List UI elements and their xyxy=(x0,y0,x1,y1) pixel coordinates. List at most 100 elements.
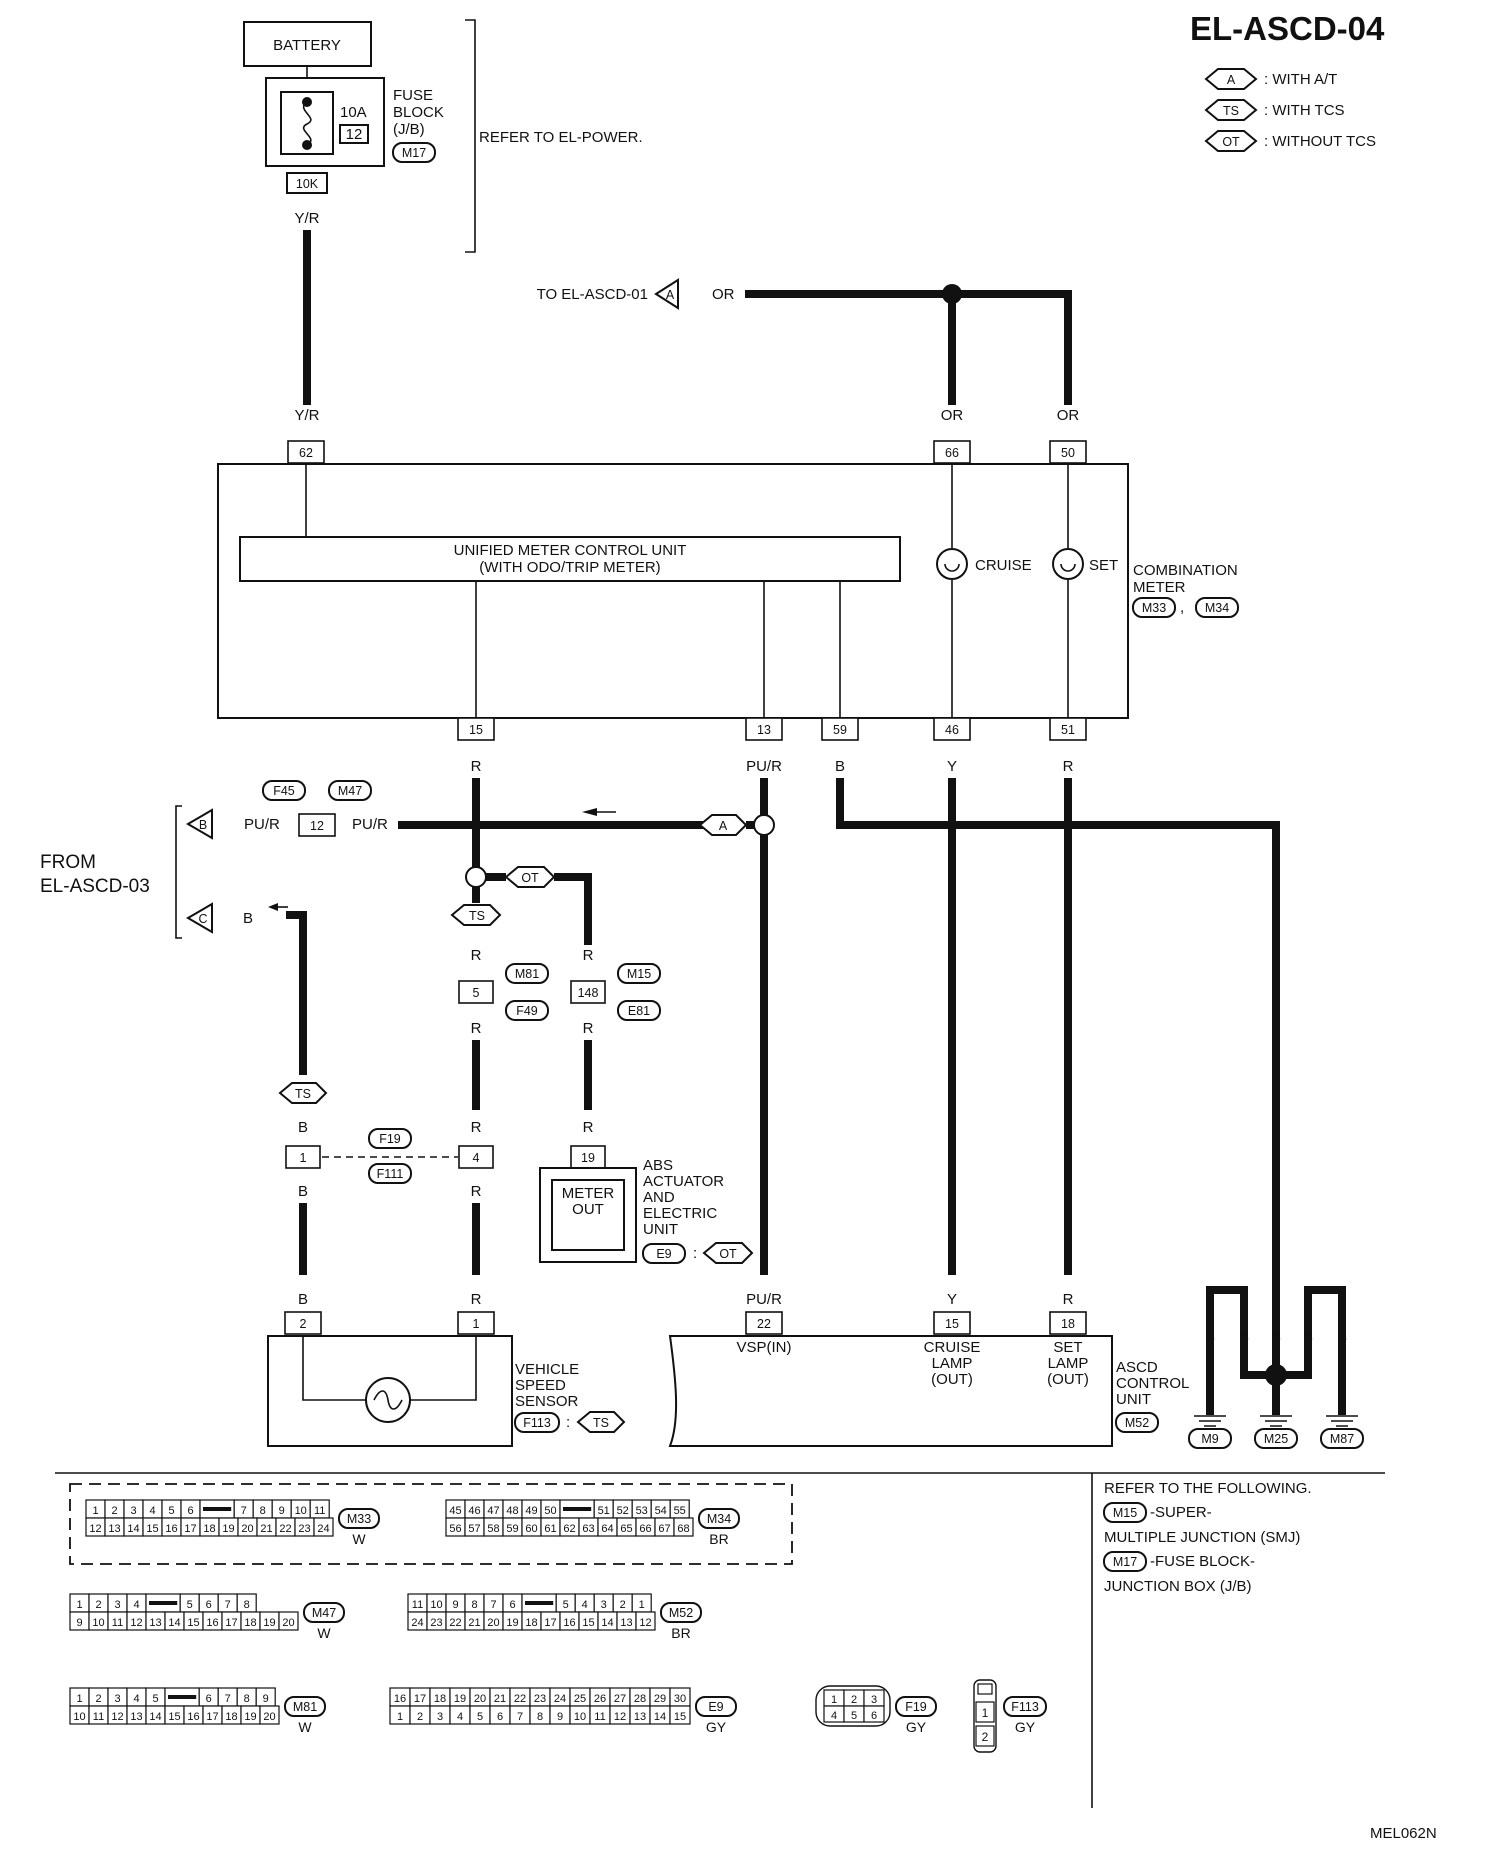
from-label-1: FROM xyxy=(40,852,96,873)
svg-text:(OUT): (OUT) xyxy=(1047,1371,1089,1388)
connector-id-bubble xyxy=(338,1508,380,1529)
svg-text:TS: TS xyxy=(593,1416,609,1430)
diagram-title: EL-ASCD-04 xyxy=(1190,10,1385,47)
connector-cell-number: 12 xyxy=(89,1523,101,1535)
svg-text:PU/R: PU/R xyxy=(746,1291,782,1308)
svg-text:CONTROL: CONTROL xyxy=(1116,1375,1189,1392)
connector-cell-number: 2 xyxy=(417,1711,423,1723)
battery-label: BATTERY xyxy=(273,37,341,54)
connector-cell-number: 3 xyxy=(601,1599,607,1611)
connector-cell-number: 6 xyxy=(871,1710,877,1722)
legend-text: : WITHOUT TCS xyxy=(1264,133,1376,150)
connector-id-bubble xyxy=(695,1696,737,1717)
wire-color-or-feed: OR xyxy=(712,286,735,303)
connector-cell-number: 2 xyxy=(982,1730,989,1744)
connector-color: W xyxy=(352,1531,366,1547)
svg-text:15: 15 xyxy=(945,1317,959,1331)
meter-out-box xyxy=(551,1179,625,1251)
ground-m9 xyxy=(1188,1428,1232,1449)
connector-cell-number: 14 xyxy=(168,1617,180,1629)
connector-cell-number: 11 xyxy=(594,1711,605,1723)
wire-color-or-50: OR xyxy=(1057,407,1080,424)
connector-cell-number: 6 xyxy=(206,1599,212,1611)
connector-cell-number: 49 xyxy=(525,1505,537,1517)
svg-text:M52: M52 xyxy=(1125,1416,1149,1430)
connector-cell-number: 5 xyxy=(152,1693,158,1705)
svg-text:12: 12 xyxy=(310,819,324,833)
to-ascd01-label: TO EL-ASCD-01 xyxy=(537,286,648,303)
connector-cell-number: 4 xyxy=(133,1693,139,1705)
refer-m15 xyxy=(1103,1502,1147,1523)
connector-cell-number: 53 xyxy=(636,1505,648,1517)
svg-text:A: A xyxy=(719,819,728,833)
connector-cell-number: 57 xyxy=(468,1523,480,1535)
connector-color: GY xyxy=(906,1719,927,1735)
connector-cell-number: 46 xyxy=(468,1505,480,1517)
connector-id: M47 xyxy=(312,1606,336,1620)
svg-text:M47: M47 xyxy=(338,784,362,798)
svg-text:TS: TS xyxy=(295,1087,311,1101)
svg-text:R: R xyxy=(471,1119,482,1136)
svg-text:B: B xyxy=(1239,1329,1249,1346)
marker-ts-mid xyxy=(450,904,502,926)
connector-cell xyxy=(313,1517,334,1537)
connector-cell-number: 15 xyxy=(168,1711,180,1723)
refer-bracket xyxy=(465,19,476,253)
connector-id: M81 xyxy=(293,1700,317,1714)
conn-f113 xyxy=(514,1412,560,1433)
svg-text:AND: AND xyxy=(643,1189,675,1206)
set-lamp-icon xyxy=(1052,548,1084,580)
svg-text:50: 50 xyxy=(1061,446,1075,460)
connector-cell-number: 15 xyxy=(146,1523,158,1535)
connector-cell-number: 14 xyxy=(601,1617,613,1629)
svg-text:ELECTRIC: ELECTRIC xyxy=(643,1205,717,1222)
battery-box xyxy=(243,21,372,67)
svg-text:R: R xyxy=(1063,758,1074,775)
connector-cell-number: 12 xyxy=(614,1711,626,1723)
svg-text:-FUSE BLOCK-: -FUSE BLOCK- xyxy=(1150,1553,1255,1570)
marker-c xyxy=(186,902,213,934)
svg-text:SET: SET xyxy=(1053,1339,1082,1356)
connector-id-bubble xyxy=(698,1508,740,1529)
connector-cell-number: 6 xyxy=(187,1505,193,1517)
svg-text:B: B xyxy=(1303,1329,1313,1346)
connector-cell-number: 14 xyxy=(127,1523,139,1535)
connector-cell-number: 21 xyxy=(468,1617,480,1629)
connector-id: M52 xyxy=(669,1606,693,1620)
connector-cell-number: 2 xyxy=(95,1693,101,1705)
legend-text: : WITH A/T xyxy=(1264,71,1337,88)
connector-cell-number: 55 xyxy=(674,1505,686,1517)
legend-item-tcs: TS : WITH TCS xyxy=(1204,99,1345,121)
connector-cell-number: 24 xyxy=(554,1693,566,1705)
connector-cell-number: 9 xyxy=(452,1599,458,1611)
connector-cell-number: 67 xyxy=(658,1523,670,1535)
meter-label-2: METER xyxy=(1133,579,1186,596)
connector-cell-number: 19 xyxy=(263,1617,275,1629)
connector-cell-number: 2 xyxy=(851,1694,857,1706)
connector-cell-number: 28 xyxy=(634,1693,646,1705)
legend-code: TS xyxy=(1223,104,1239,118)
connector-cell-number: 14 xyxy=(654,1711,666,1723)
fuse-terminal-label: 10K xyxy=(296,177,319,191)
svg-text:M33: M33 xyxy=(1142,601,1166,615)
connector-id: M34 xyxy=(707,1512,731,1526)
connector-cell-number: 9 xyxy=(76,1617,82,1629)
marker-a-top xyxy=(654,278,679,310)
fuse-conn-bubble xyxy=(392,142,436,163)
pin-62 xyxy=(287,440,325,464)
fuse-terminal xyxy=(286,172,328,194)
connector-cell-number: 19 xyxy=(454,1693,466,1705)
connector-cell-number: 20 xyxy=(241,1523,253,1535)
connector-cell-number: 18 xyxy=(203,1523,215,1535)
connector-id-bubble xyxy=(895,1696,937,1717)
ascd-pin-18 xyxy=(1049,1311,1087,1335)
connector-color: W xyxy=(317,1625,331,1641)
connector-cell-number: 7 xyxy=(225,1693,231,1705)
svg-text:UNIT: UNIT xyxy=(643,1221,678,1238)
svg-text:SENSOR: SENSOR xyxy=(515,1393,579,1410)
connector-cell-number: 12 xyxy=(130,1617,142,1629)
connector-cell-number: 5 xyxy=(187,1599,193,1611)
svg-text:R: R xyxy=(583,947,594,964)
